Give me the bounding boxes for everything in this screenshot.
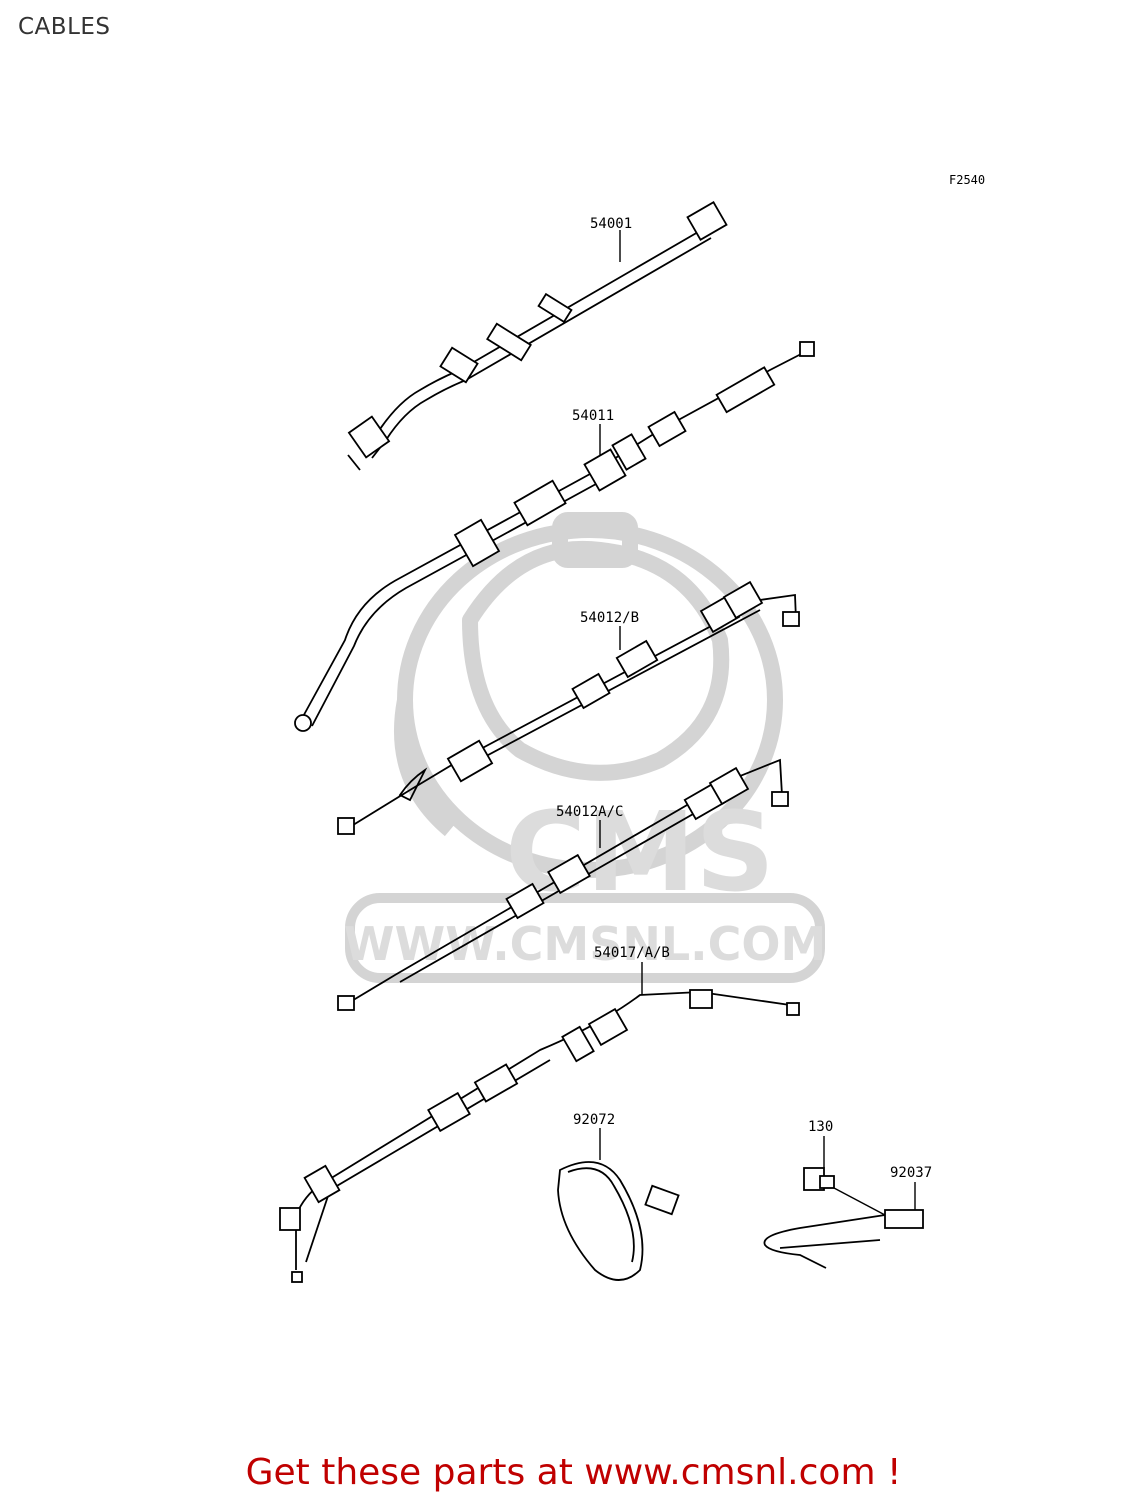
watermark-url: WWW.CMSNL.COM xyxy=(344,917,827,971)
cable-54012a-c xyxy=(337,758,789,1011)
part-130-92037 xyxy=(763,1136,924,1269)
part-label-92072: 92072 xyxy=(573,1112,615,1128)
part-label-54001: 54001 xyxy=(590,216,632,232)
part-label-54017-a-b: 54017/A/B xyxy=(594,945,670,961)
cable-54011 xyxy=(294,341,815,732)
part-label-54012a-c: 54012A/C xyxy=(556,804,623,820)
part-label-130: 130 xyxy=(808,1119,833,1135)
parts-diagram: CMS WWW.CMSNL.COM F2540 xyxy=(279,173,985,1283)
cable-54017-a-b xyxy=(279,962,800,1283)
part-label-92037: 92037 xyxy=(890,1165,932,1181)
cable-54001 xyxy=(347,201,728,471)
cable-54012-b xyxy=(337,580,800,835)
part-92072-band xyxy=(557,1128,680,1281)
page-title: CABLES xyxy=(18,14,111,40)
figure-code: F2540 xyxy=(949,173,985,187)
watermark-brand: CMS xyxy=(505,788,774,916)
part-label-54012-b: 54012/B xyxy=(580,610,639,626)
footer-shop-link[interactable]: Get these parts at www.cmsnl.com ! xyxy=(245,1452,902,1493)
part-label-54011: 54011 xyxy=(572,408,614,424)
watermark-logo: CMS WWW.CMSNL.COM xyxy=(344,512,827,983)
